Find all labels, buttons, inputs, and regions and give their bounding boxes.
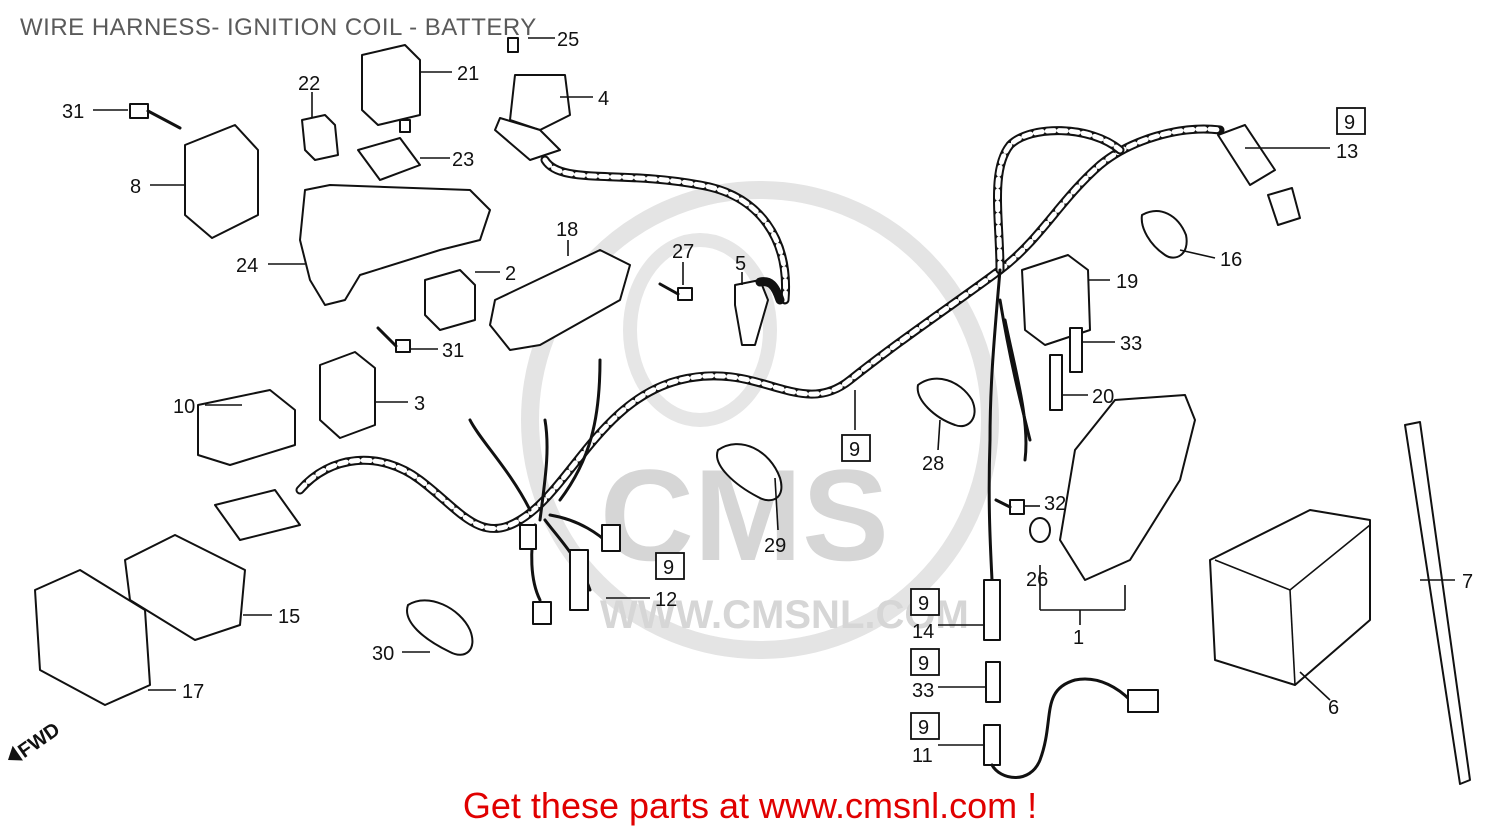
callout-24: 24 bbox=[236, 255, 258, 277]
callout-31a: 31 bbox=[62, 101, 84, 123]
fuse-box-19 bbox=[1021, 254, 1091, 346]
callout-10: 10 bbox=[173, 396, 195, 418]
clamp-16 bbox=[1140, 210, 1188, 259]
battery-6 bbox=[1209, 509, 1371, 686]
callout-30: 30 bbox=[372, 643, 394, 665]
connector-22 bbox=[301, 114, 339, 161]
fuse-33-upper bbox=[1069, 327, 1083, 373]
callout-14: 14 bbox=[912, 621, 934, 643]
reference-boxes: 9 9 9 9 9 9 bbox=[655, 107, 1366, 740]
callout-20: 20 bbox=[1092, 386, 1114, 408]
diagram-title: WIRE HARNESS- IGNITION COIL - BATTERY bbox=[20, 14, 537, 41]
battery-bracket-1 bbox=[1059, 394, 1196, 581]
fwd-arrow: FWD bbox=[8, 718, 64, 763]
callout-1: 1 bbox=[1073, 627, 1084, 649]
footer-link-text[interactable]: Get these parts at www.cmsnl.com ! bbox=[462, 785, 1038, 826]
callout-29: 29 bbox=[764, 535, 786, 557]
callout-19: 19 bbox=[1116, 271, 1138, 293]
callout-33a: 33 bbox=[1120, 333, 1142, 355]
ref-box-13: 9 bbox=[1344, 112, 1355, 134]
ref-box-33: 9 bbox=[918, 653, 929, 675]
callout-21: 21 bbox=[457, 63, 479, 85]
callout-2: 2 bbox=[505, 263, 516, 285]
callout-11: 11 bbox=[912, 745, 933, 767]
callout-labels: 31 8 24 22 21 23 25 4 2 18 27 5 31 3 10 … bbox=[62, 29, 1473, 767]
callout-17: 17 bbox=[182, 681, 204, 703]
fuse-20 bbox=[1049, 354, 1063, 411]
callout-32: 32 bbox=[1044, 493, 1066, 515]
callout-5: 5 bbox=[735, 253, 746, 275]
callout-31b: 31 bbox=[442, 340, 464, 362]
callout-26: 26 bbox=[1026, 569, 1048, 591]
bolt-32 bbox=[994, 498, 1025, 515]
connector-harness-left bbox=[214, 489, 301, 541]
callout-7: 7 bbox=[1462, 571, 1473, 593]
battery-strap-7 bbox=[1404, 421, 1471, 785]
clamp-29 bbox=[716, 443, 783, 502]
clamp-30 bbox=[406, 599, 474, 656]
leader-lines bbox=[93, 37, 1455, 746]
relay-10 bbox=[197, 389, 296, 466]
watermark-url: WWW.CMSNL.COM bbox=[600, 593, 969, 637]
callout-8: 8 bbox=[130, 176, 141, 198]
clamp-28 bbox=[916, 377, 976, 428]
fwd-label: FWD bbox=[14, 718, 64, 762]
callout-22: 22 bbox=[298, 73, 320, 95]
rubber-2 bbox=[424, 269, 476, 331]
ref-box-harness: 9 bbox=[849, 439, 860, 461]
bolt-31-upper bbox=[129, 103, 182, 130]
bolt-31-lower bbox=[376, 326, 411, 353]
cover-17 bbox=[34, 569, 151, 706]
callout-23: 23 bbox=[452, 149, 474, 171]
callout-6: 6 bbox=[1328, 697, 1339, 719]
rubber-mount-23 bbox=[357, 137, 421, 181]
ref-box-11: 9 bbox=[918, 717, 929, 739]
ignition-coil bbox=[494, 37, 791, 305]
washer-26 bbox=[1029, 517, 1051, 543]
callout-27: 27 bbox=[672, 241, 694, 263]
control-unit-18 bbox=[489, 249, 631, 351]
callout-16: 16 bbox=[1220, 249, 1242, 271]
callout-3: 3 bbox=[414, 393, 425, 415]
ref-box-14: 9 bbox=[918, 593, 929, 615]
callout-4: 4 bbox=[598, 88, 609, 110]
callout-18: 18 bbox=[556, 219, 578, 241]
bracket-24 bbox=[299, 184, 491, 306]
relay-21 bbox=[361, 44, 421, 133]
connectors-12 bbox=[519, 524, 621, 625]
callout-13: 13 bbox=[1336, 141, 1358, 163]
callout-28: 28 bbox=[922, 453, 944, 475]
callout-25: 25 bbox=[557, 29, 579, 51]
fuse-holder-13 bbox=[1217, 124, 1301, 226]
callout-12: 12 bbox=[655, 589, 677, 611]
relay-3 bbox=[319, 351, 376, 439]
callout-33b: 33 bbox=[912, 680, 934, 702]
bolt-27 bbox=[658, 282, 693, 301]
unit-8 bbox=[184, 124, 259, 239]
spark-plug-cap bbox=[734, 277, 785, 346]
main-wire-harness bbox=[295, 124, 1225, 602]
callout-15: 15 bbox=[278, 606, 300, 628]
ref-box-12: 9 bbox=[663, 557, 674, 579]
